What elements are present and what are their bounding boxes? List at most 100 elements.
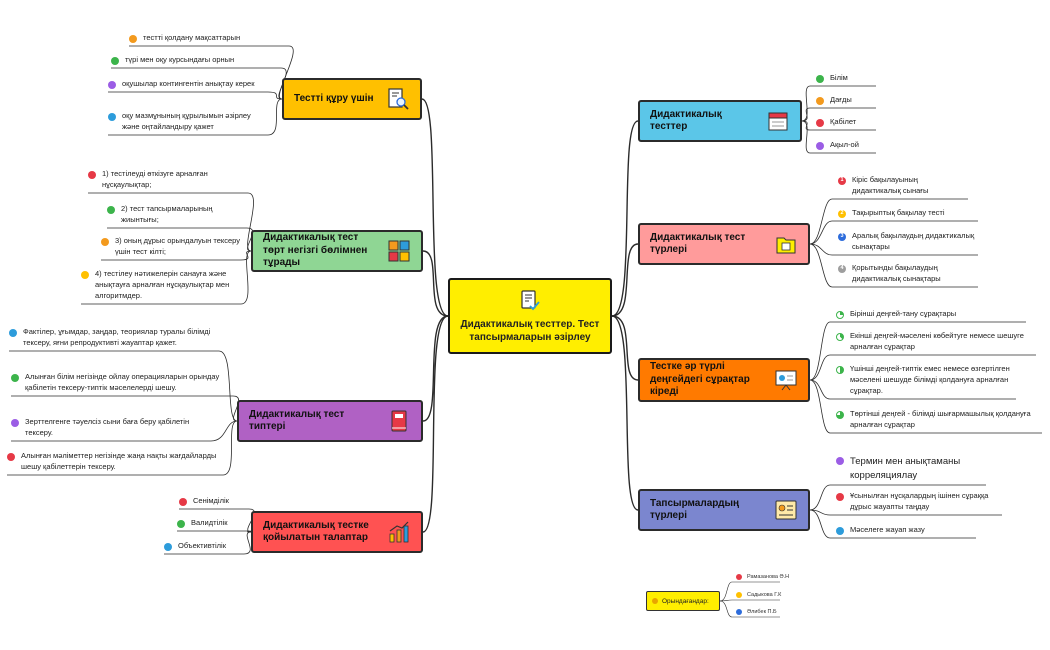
list-item[interactable]: 2 Тақырыптық бақылау тесті bbox=[838, 208, 978, 219]
connector-line bbox=[611, 243, 639, 317]
topic-label: Тестке әр түрлі деңгейдегі сұрақтар кіре… bbox=[650, 361, 750, 398]
bullet-dot-icon bbox=[108, 113, 116, 121]
author-item[interactable]: Садыкова Г.К bbox=[736, 592, 781, 598]
list-item[interactable]: Екінші деңгей-мәселені көбейтуге немесе … bbox=[836, 331, 1036, 353]
progress-pie-icon bbox=[836, 311, 844, 319]
list-item[interactable]: Алынған білім негізінде ойлау операцияла… bbox=[11, 372, 233, 394]
central-topic[interactable]: Дидактикалық тесттер. Тест тапсырмаларын… bbox=[448, 278, 612, 354]
bullet-dot-icon bbox=[836, 493, 844, 501]
list-item[interactable]: Ақыл-ой bbox=[816, 140, 876, 151]
list-item[interactable]: Объективтілік bbox=[164, 541, 244, 552]
connector-line bbox=[11, 420, 238, 442]
puzzle-icon bbox=[388, 240, 410, 262]
author-item[interactable]: Рамазанова Ә.Н bbox=[736, 574, 789, 580]
connector-line bbox=[164, 531, 252, 555]
list-item[interactable]: Валидтілік bbox=[177, 518, 247, 529]
list-item[interactable]: Үшінші деңгей-типтік емес немесе өзгерті… bbox=[836, 364, 1016, 397]
bullet-dot-icon bbox=[88, 171, 96, 179]
connector-line bbox=[177, 530, 254, 533]
connector-line bbox=[88, 192, 254, 252]
bullet-dot-icon bbox=[129, 35, 137, 43]
list-item[interactable]: 3) оның дұрыс орындалуын тексеру үшін те… bbox=[101, 236, 241, 258]
list-item[interactable]: түрі мен оқу курсындағы орнын bbox=[111, 55, 281, 66]
bullet-dot-icon bbox=[836, 457, 844, 465]
progress-pie-icon bbox=[836, 366, 844, 374]
topic-test-creation[interactable]: Тестті құру үшін bbox=[282, 78, 422, 120]
author-item[interactable]: Әлибек П.Б bbox=[736, 609, 777, 615]
connector-line bbox=[421, 98, 449, 317]
topic-label: Дидактикалық тест төрт негізгі бөлімнен … bbox=[263, 232, 368, 269]
list-item[interactable]: оқу мазмұнының құрылымын әзірлеу және оң… bbox=[108, 111, 268, 133]
topic-label: Дидактикалық тест типтері bbox=[249, 408, 345, 433]
connector-line bbox=[801, 85, 876, 122]
connector-line bbox=[7, 420, 238, 476]
connector-line bbox=[809, 321, 1026, 381]
bullet-dot-icon: 2 bbox=[838, 210, 846, 218]
topic-test-requirements[interactable]: Дидактикалық тестке қойылатын талаптар bbox=[251, 511, 423, 553]
list-item[interactable]: 2) тест тапсырмаларының жиынтығы; bbox=[107, 204, 247, 226]
central-topic-label: Дидактикалық тесттер. Тест тапсырмаларын… bbox=[460, 319, 600, 343]
list-item[interactable]: Дағды bbox=[816, 95, 876, 106]
connector-line bbox=[809, 379, 1016, 400]
list-item[interactable]: Бірінші деңгей-тану сұрақтары bbox=[836, 309, 1026, 320]
connector-line bbox=[129, 45, 294, 100]
bullet-dot-icon bbox=[7, 453, 15, 461]
bullet-dot-icon bbox=[111, 57, 119, 65]
bullet-dot-icon bbox=[816, 119, 824, 127]
connector-line bbox=[81, 250, 252, 305]
topic-task-types[interactable]: Тапсырмалардың түрлері bbox=[638, 489, 810, 531]
list-item[interactable]: 4 Қорытынды бақылаудың дидактикалық сына… bbox=[838, 263, 978, 285]
topic-label: Дидактикалық тестке қойылатын талаптар bbox=[263, 519, 369, 544]
bullet-dot-icon bbox=[107, 206, 115, 214]
list-item[interactable]: 1) тестілеуді өткізуге арналған нұсқаулы… bbox=[88, 169, 248, 191]
topic-label: Дидактикалық тест түрлері bbox=[650, 231, 746, 256]
bullet-dot-icon bbox=[836, 527, 844, 535]
list-item[interactable]: тестті қолдану мақсаттарын bbox=[129, 33, 289, 44]
list-item[interactable]: Төртінші деңгей - білімді шығармашылық қ… bbox=[836, 409, 1042, 431]
topic-didactic-tests[interactable]: Дидактикалық тесттер bbox=[638, 100, 802, 142]
folder-icon bbox=[776, 237, 796, 254]
list-item[interactable]: Мәселеге жауап жазу bbox=[836, 525, 976, 536]
topic-question-levels[interactable]: Тестке әр түрлі деңгейдегі сұрақтар кіре… bbox=[638, 358, 810, 402]
calendar-icon bbox=[768, 112, 788, 131]
topic-didactic-test-kinds[interactable]: Дидактикалық тест түрлері bbox=[638, 223, 810, 265]
connector-line bbox=[809, 220, 978, 245]
list-item[interactable]: Фактілер, ұғымдар, заңдар, теориялар тур… bbox=[9, 327, 219, 349]
bullet-dot-icon: 1 bbox=[838, 177, 846, 185]
list-item[interactable]: Сенімділік bbox=[179, 496, 249, 507]
bullet-dot-icon bbox=[11, 419, 19, 427]
topic-test-parts[interactable]: Дидактикалық тест төрт негізгі бөлімнен … bbox=[251, 230, 423, 272]
progress-pie-icon bbox=[836, 333, 844, 341]
bullet-dot-icon bbox=[164, 543, 172, 551]
topic-label: Дидактикалық тесттер bbox=[650, 108, 722, 133]
bullet-dot-icon bbox=[101, 238, 109, 246]
list-item[interactable]: Қабілет bbox=[816, 117, 876, 128]
document-search-icon bbox=[388, 88, 409, 110]
list-item[interactable]: Ұсынылған нұсқалардың ішінен сұраққа дұр… bbox=[836, 491, 1002, 513]
topic-label: Тапсырмалардың түрлері bbox=[650, 497, 740, 522]
topic-test-types[interactable]: Дидактикалық тест типтері bbox=[237, 400, 423, 442]
list-item[interactable]: 3 Аралық бақылаудың дидактикалық сынақта… bbox=[838, 231, 978, 253]
bullet-dot-icon bbox=[816, 97, 824, 105]
bullet-dot-icon bbox=[81, 271, 89, 279]
bullet-dot-icon: 4 bbox=[838, 265, 846, 273]
connector-line bbox=[101, 250, 252, 261]
list-item[interactable]: оқушылар контингентін анықтау керек bbox=[108, 79, 268, 90]
list-item[interactable]: Термин мен анықтаманы корреляциялау bbox=[836, 455, 986, 483]
connector-line bbox=[809, 198, 968, 245]
connector-line bbox=[801, 120, 876, 154]
bullet-dot-icon bbox=[736, 609, 742, 615]
list-item[interactable]: 1 Кіріс бақылауының дидактикалық сынағы bbox=[838, 175, 968, 197]
connector-line bbox=[809, 509, 976, 539]
list-item[interactable]: Алынған мәліметтер негізінде жаңа нақты … bbox=[7, 451, 223, 473]
connector-line bbox=[809, 243, 978, 256]
connector-line bbox=[719, 600, 780, 618]
performers-legend[interactable]: Орындағандар: bbox=[646, 591, 720, 611]
list-item[interactable]: 4) тестілеу нәтижелерін санауға және аны… bbox=[81, 269, 241, 302]
connector-line bbox=[719, 599, 780, 602]
topic-label: Тестті құру үшін bbox=[294, 92, 374, 104]
list-item[interactable]: Зерттелгенге тәуелсіз сыни баға беру қаб… bbox=[11, 417, 211, 439]
bullet-dot-icon bbox=[652, 598, 658, 604]
connector-line bbox=[611, 315, 639, 381]
list-item[interactable]: Білім bbox=[816, 73, 876, 84]
